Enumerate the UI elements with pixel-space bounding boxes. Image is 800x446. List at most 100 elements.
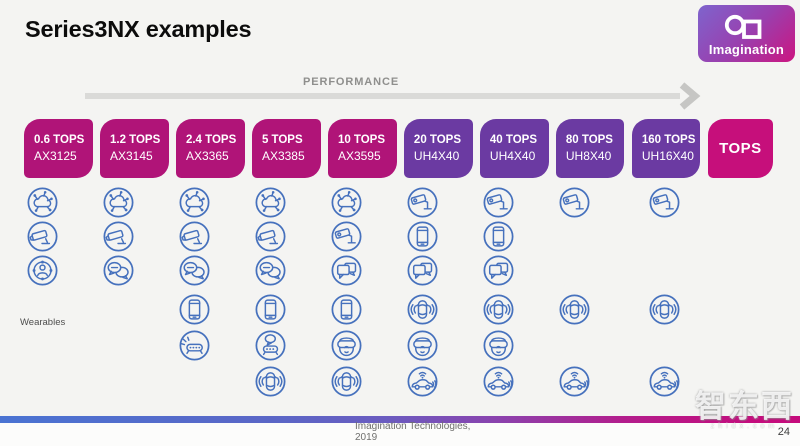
performance-label: PERFORMANCE bbox=[303, 76, 400, 88]
icon-column-uh8x40 bbox=[540, 185, 609, 398]
chip-box-uh8x40: 80 TOPS UH8X40 bbox=[555, 119, 625, 178]
chat-bubbles-icon bbox=[254, 254, 287, 287]
icon-cell bbox=[557, 328, 591, 362]
footer-background bbox=[0, 422, 800, 446]
cctv-camera-mounted-icon bbox=[406, 186, 439, 219]
autonomous-car-icon bbox=[406, 365, 439, 398]
icon-cell bbox=[329, 253, 363, 287]
car-surround-view-icon bbox=[482, 293, 515, 326]
vr-headset-icon bbox=[406, 329, 439, 362]
icon-column-ax3145 bbox=[84, 185, 153, 398]
vr-headset-icon bbox=[330, 329, 363, 362]
icon-cell bbox=[405, 185, 439, 219]
chip-box-uh4x40: 20 TOPS UH4X40 bbox=[403, 119, 473, 178]
icon-cell bbox=[253, 219, 287, 253]
cctv-camera-icon bbox=[254, 220, 287, 253]
icon-cell bbox=[101, 253, 135, 287]
icon-cell bbox=[709, 328, 743, 362]
smartphone-icon bbox=[406, 220, 439, 253]
icon-cell bbox=[709, 364, 743, 398]
icon-cell bbox=[709, 185, 743, 219]
icon-cell bbox=[647, 219, 681, 253]
icon-cell bbox=[557, 253, 591, 287]
smartphone-icon bbox=[482, 220, 515, 253]
icon-cell bbox=[481, 328, 515, 362]
iot-cloud-icon bbox=[178, 186, 211, 219]
smartphone-icon bbox=[178, 293, 211, 326]
cctv-camera-icon bbox=[178, 220, 211, 253]
autonomous-car-icon bbox=[648, 365, 681, 398]
cctv-camera-mounted-icon bbox=[558, 186, 591, 219]
icon-cell bbox=[253, 364, 287, 398]
cctv-camera-icon bbox=[26, 220, 59, 253]
icon-column-ax3385 bbox=[236, 185, 305, 398]
icon-cell bbox=[177, 253, 211, 287]
icon-cell bbox=[557, 292, 591, 326]
icon-cell bbox=[647, 328, 681, 362]
cctv-camera-mounted-icon bbox=[648, 186, 681, 219]
chip-box-ax3595: 10 TOPS AX3595 bbox=[327, 119, 397, 178]
icon-cell bbox=[101, 185, 135, 219]
chip-name: UH4X40 bbox=[489, 149, 536, 163]
icon-cell bbox=[481, 185, 515, 219]
icon-column-ax3125 bbox=[8, 185, 77, 398]
imagination-logo: Imagination bbox=[698, 5, 795, 62]
tops-rating: 10 TOPS bbox=[337, 134, 386, 146]
smart-speaker-icon bbox=[178, 329, 211, 362]
icon-cell bbox=[25, 364, 59, 398]
icon-cell bbox=[481, 292, 515, 326]
icon-column-tops bbox=[692, 185, 761, 398]
chat-squares-icon bbox=[482, 254, 515, 287]
performance-arrow-line bbox=[85, 93, 680, 99]
chat-squares-icon bbox=[406, 254, 439, 287]
icon-cell bbox=[253, 185, 287, 219]
footer-credit: Imagination Technologies, 2019 bbox=[355, 421, 470, 443]
icon-cell bbox=[481, 219, 515, 253]
chip-name: UH4X40 bbox=[413, 149, 460, 163]
chip-name: UH8X40 bbox=[565, 149, 612, 163]
icon-cell bbox=[647, 292, 681, 326]
tops-rating: 0.6 TOPS bbox=[34, 134, 85, 146]
wearables-network-icon bbox=[26, 254, 59, 287]
chip-box-uh16x40: 160 TOPS UH16X40 bbox=[631, 119, 701, 178]
chat-squares-icon bbox=[330, 254, 363, 287]
icon-cell bbox=[25, 185, 59, 219]
tops-rating: 160 TOPS bbox=[641, 134, 696, 146]
chat-bubbles-icon bbox=[178, 254, 211, 287]
icon-cell bbox=[329, 328, 363, 362]
car-surround-view-icon bbox=[558, 293, 591, 326]
tops-rating: 80 TOPS bbox=[565, 134, 613, 146]
icon-cell bbox=[253, 328, 287, 362]
icon-cell bbox=[481, 364, 515, 398]
chip-box-tops: TOPS bbox=[707, 119, 773, 178]
icon-cell bbox=[101, 219, 135, 253]
car-surround-view-icon bbox=[406, 293, 439, 326]
chip-name: AX3595 bbox=[337, 149, 381, 163]
icon-cell bbox=[709, 219, 743, 253]
chip-name: UH16X40 bbox=[641, 149, 694, 163]
vr-headset-icon bbox=[482, 329, 515, 362]
tops-rating: 40 TOPS bbox=[489, 134, 537, 146]
icon-cell bbox=[405, 364, 439, 398]
icon-cell bbox=[647, 253, 681, 287]
icon-column-uh4x40 bbox=[388, 185, 457, 398]
wearables-caption: Wearables bbox=[20, 317, 66, 328]
iot-cloud-icon bbox=[102, 186, 135, 219]
tops-rating: 20 TOPS bbox=[413, 134, 462, 146]
iot-cloud-icon bbox=[26, 186, 59, 219]
car-surround-view-icon bbox=[254, 365, 287, 398]
icon-cell bbox=[405, 328, 439, 362]
icon-cell bbox=[709, 292, 743, 326]
icon-cell bbox=[177, 364, 211, 398]
icon-cell bbox=[25, 328, 59, 362]
logo-brand-text: Imagination bbox=[708, 42, 785, 57]
footer-credit-line1: Imagination Technologies, bbox=[355, 421, 471, 432]
icon-cell bbox=[177, 219, 211, 253]
cctv-camera-mounted-icon bbox=[482, 186, 515, 219]
tops-rating: 5 TOPS bbox=[261, 134, 303, 146]
